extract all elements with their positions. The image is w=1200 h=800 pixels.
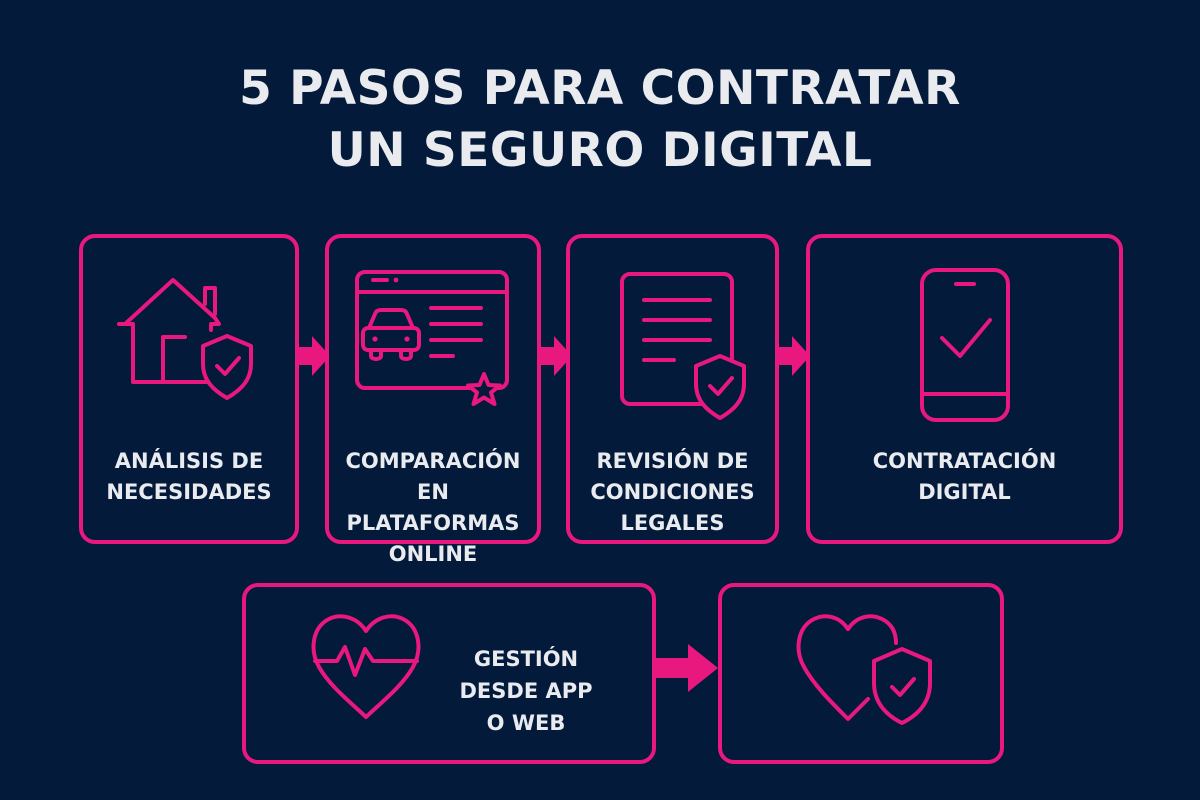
arrow-right-icon	[538, 336, 572, 376]
arrow-right-icon	[296, 336, 330, 376]
step-card-analisis: ANÁLISIS DE NECESIDADES	[79, 234, 299, 544]
house-shield-icon	[117, 278, 253, 400]
smartphone-check-icon	[920, 268, 1010, 422]
step-card-proteccion	[718, 583, 1004, 764]
step-label: REVISIÓN DE CONDICIONES LEGALES	[590, 449, 755, 535]
title-line-1: 5 PASOS PARA CONTRATAR	[239, 61, 961, 116]
heart-pulse-icon	[311, 614, 421, 719]
step-card-revision: REVISIÓN DE CONDICIONES LEGALES	[566, 234, 779, 544]
step-label: CONTRATACIÓN DIGITAL	[872, 449, 1057, 504]
step-label: GESTIÓN DESDE APP O WEB	[459, 647, 593, 735]
page-title: 5 PASOS PARA CONTRATAR UN SEGURO DIGITAL	[0, 58, 1200, 182]
document-shield-icon	[620, 272, 746, 420]
arrow-right-icon	[776, 336, 810, 376]
step-label: COMPARACIÓN EN PLATAFORMAS ONLINE	[345, 449, 521, 566]
step-label: ANÁLISIS DE NECESIDADES	[106, 449, 272, 504]
step-card-gestion: GESTIÓN DESDE APP O WEB	[242, 583, 656, 764]
step-card-comparacion: COMPARACIÓN EN PLATAFORMAS ONLINE	[325, 234, 541, 566]
browser-car-star-icon	[355, 270, 509, 406]
heart-shield-icon	[796, 614, 932, 725]
title-line-2: UN SEGURO DIGITAL	[327, 123, 873, 178]
step-card-contratacion: CONTRATACIÓN DIGITAL	[806, 234, 1123, 544]
arrow-right-icon	[652, 644, 718, 692]
